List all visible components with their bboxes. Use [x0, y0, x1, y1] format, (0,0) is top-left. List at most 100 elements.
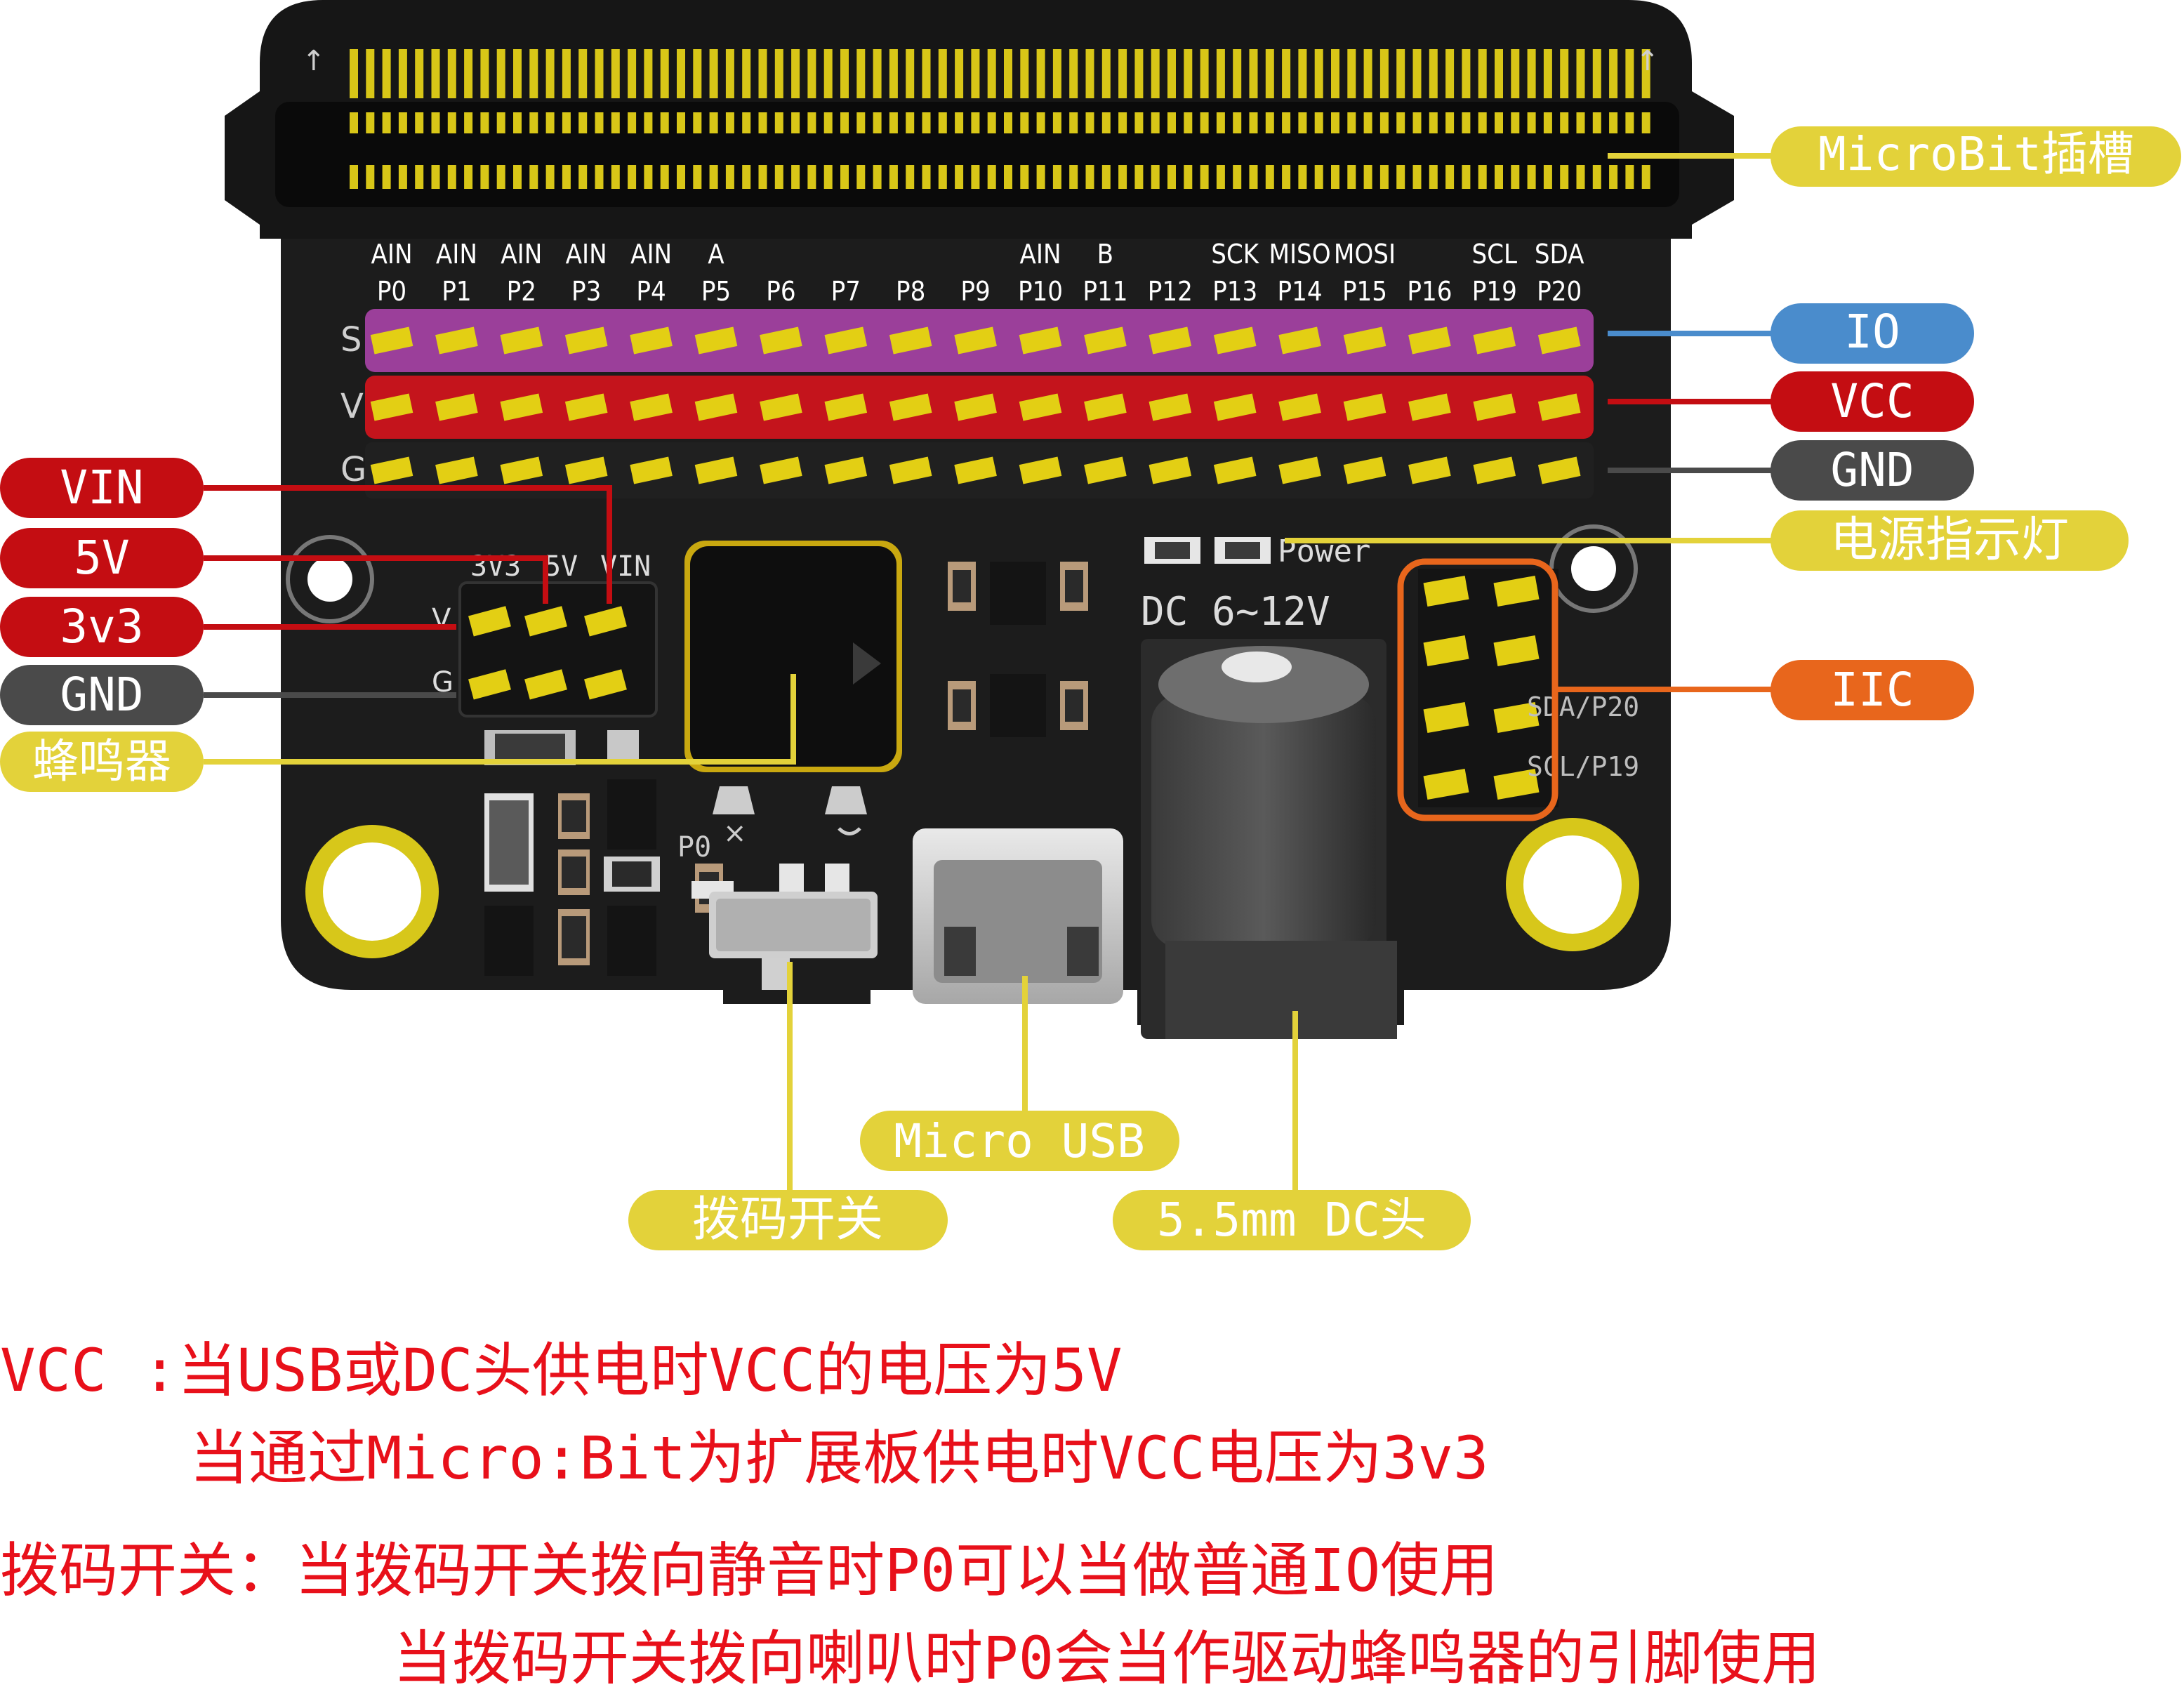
slot-pin	[938, 49, 947, 98]
slot-pin	[644, 165, 653, 189]
slot-pins-mid	[350, 112, 1650, 133]
header-pin	[889, 326, 932, 355]
slot-pin	[1379, 49, 1389, 98]
power-header: 3V3 5V VIN V G	[432, 550, 658, 718]
header-pin	[694, 456, 738, 484]
slot-pin	[595, 112, 604, 133]
slot-pin	[1379, 112, 1389, 133]
callout-io: IO	[1771, 303, 1974, 364]
svg-text:VCC: VCC	[1830, 374, 1914, 428]
slot-pin	[1020, 165, 1029, 189]
slot-pin	[1478, 165, 1487, 189]
slot-pin	[1445, 112, 1455, 133]
callout-micro-usb: Micro USB	[860, 1111, 1179, 1171]
slot-pin	[660, 49, 669, 98]
note-line-4: 当拨码开关拨向喇叭时P0会当作驱动蜂鸣器的引脚使用	[393, 1624, 1821, 1693]
header-pin	[1473, 326, 1516, 355]
slot-pin	[1412, 165, 1422, 189]
iic-header: SDA/P20 SCL/P19	[1397, 558, 1639, 821]
slot-pin	[1216, 112, 1225, 133]
svg-text:GND: GND	[1830, 443, 1914, 497]
slot-pin	[1527, 112, 1536, 133]
callout-iic: IIC	[1771, 660, 1974, 720]
slot-pin	[660, 165, 669, 189]
callout-buzzer: 蜂鸣器	[0, 732, 204, 792]
header-pin	[1019, 456, 1062, 484]
header-pin	[630, 393, 673, 421]
slot-pin	[1052, 165, 1061, 189]
header-pin	[370, 393, 413, 421]
slot-pin	[873, 49, 882, 98]
slot-pin	[1298, 165, 1307, 189]
slot-pin	[1592, 165, 1601, 189]
switch-p0-label: P0	[677, 831, 711, 864]
slot-pin	[1282, 165, 1291, 189]
svg-text:3v3: 3v3	[60, 600, 143, 654]
pin-label-function: SCL	[1471, 239, 1517, 270]
slot-pin	[1118, 49, 1127, 98]
pin-label-number: P13	[1212, 276, 1257, 307]
slot-pin	[1462, 49, 1471, 98]
header-pin	[630, 326, 673, 355]
header-pin	[1537, 326, 1581, 355]
slot-pin	[513, 49, 522, 98]
note-line-2: 当通过Micro:Bit为扩展板供电时VCC电压为3v3	[190, 1424, 1489, 1493]
slot-pin	[447, 165, 456, 189]
header-pin	[1408, 393, 1451, 421]
header-pin	[564, 393, 608, 421]
slot-pin	[595, 49, 604, 98]
slot-pin	[1625, 165, 1634, 189]
header-pin	[564, 456, 608, 484]
slot-pin	[1151, 112, 1160, 133]
slot-pin	[1151, 165, 1160, 189]
slot-pin	[955, 165, 964, 189]
header-pin	[630, 456, 673, 484]
slot-pin	[562, 49, 571, 98]
pin-label-function: SDA	[1535, 239, 1584, 270]
slot-pin	[1298, 112, 1307, 133]
header-label-5v: 5V	[544, 550, 578, 583]
slot-pin	[447, 112, 456, 133]
slot-pin	[513, 165, 522, 189]
header-label-3v3: 3V3	[470, 550, 521, 583]
slot-pin	[1462, 112, 1471, 133]
mute-mark: ×	[723, 817, 747, 849]
slot-pin	[1609, 165, 1618, 189]
callout-3v3: 3v3	[0, 597, 204, 657]
slot-pin	[742, 165, 751, 189]
slot-pin	[1576, 165, 1585, 189]
slot-pin	[1265, 112, 1274, 133]
slot-pin	[677, 112, 685, 133]
slot-pin	[758, 112, 767, 133]
header-pin	[500, 326, 543, 355]
slot-pin	[562, 165, 571, 189]
header-pin	[435, 456, 478, 484]
slot-pin	[709, 165, 718, 189]
slot-pin	[791, 49, 800, 98]
slot-pin	[644, 49, 653, 98]
slot-pins-bot	[350, 165, 1650, 189]
slot-pin	[1233, 165, 1242, 189]
callout-5v: 5V	[0, 528, 204, 588]
slot-pin	[1396, 112, 1405, 133]
header-pin	[1213, 393, 1257, 421]
slot-pin	[889, 112, 898, 133]
slot-pin	[1625, 112, 1634, 133]
svg-text:蜂鸣器: 蜂鸣器	[32, 734, 171, 788]
pin-label-function: AIN	[566, 239, 607, 270]
slot-pin	[1184, 112, 1193, 133]
slot-pin	[1576, 49, 1585, 98]
slot-pin	[1085, 49, 1094, 98]
slot-pin	[758, 165, 767, 189]
mute-speaker-icons: × P0	[677, 786, 867, 864]
slot-pin	[1249, 112, 1258, 133]
slot-pin	[725, 165, 734, 189]
row-letter: S	[340, 320, 362, 359]
slot-pin	[1429, 165, 1438, 189]
slot-pin	[1036, 112, 1045, 133]
header-pin	[889, 393, 932, 421]
slot-pin	[1282, 112, 1291, 133]
slot-pin	[415, 49, 424, 98]
slot-pin	[971, 112, 980, 133]
pin-label-function: B	[1097, 239, 1113, 270]
